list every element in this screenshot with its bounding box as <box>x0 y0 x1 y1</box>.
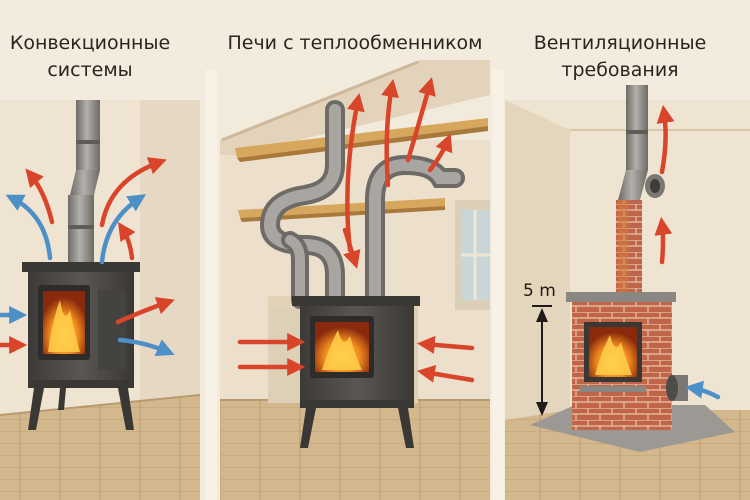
panel-divider <box>205 70 217 500</box>
panel1-chimney-pipe <box>68 100 100 267</box>
hot-air-arrow <box>416 335 475 354</box>
panel-heat-exchanger <box>220 60 490 500</box>
panel2-shelves <box>235 118 488 222</box>
hot-air-arrow <box>115 297 175 325</box>
hot-air-arrow <box>25 168 55 225</box>
panel2-floor <box>220 400 490 500</box>
panel1-wall-corner <box>140 100 200 420</box>
panel3-chimney <box>616 85 665 295</box>
panel1-stove <box>22 262 140 430</box>
panel-divider <box>492 70 504 500</box>
cool-air-arrow <box>684 380 721 400</box>
hot-air-arrow <box>118 222 136 261</box>
hot-air-arrow <box>405 77 436 163</box>
panel3-masonry-stove <box>566 292 688 430</box>
hot-air-arrow <box>342 227 361 269</box>
hot-air-arrow <box>416 364 475 383</box>
panel2-stove <box>292 296 420 448</box>
panel2-air-arrows <box>237 77 475 383</box>
panel-convection <box>0 100 201 500</box>
panel2-window <box>455 200 490 310</box>
cool-air-arrow <box>117 337 175 356</box>
hot-air-arrow <box>654 216 673 265</box>
hot-air-arrow <box>656 104 675 175</box>
panel-title-ventilation: Вентиляционные требования <box>533 32 707 81</box>
panel1-floor <box>0 395 200 500</box>
cool-air-arrow <box>99 194 147 265</box>
panel1-air-arrows <box>0 157 175 356</box>
panel3-wall-corner <box>505 100 570 420</box>
cool-air-arrow <box>5 194 53 261</box>
panel-title-convection: Конвекционные системы <box>9 32 171 81</box>
panel3-air-arrows <box>654 104 721 400</box>
panel-title-heat-exchanger: Печи с теплообменником <box>227 32 483 54</box>
hot-air-arrow <box>381 78 399 188</box>
panel3-height-marker: 5 m <box>523 281 556 416</box>
height-label: 5 m <box>523 281 556 301</box>
hot-air-arrow <box>99 157 167 228</box>
panel2-serpentine-pipe <box>259 100 465 310</box>
hot-air-arrow <box>427 133 453 173</box>
panel-ventilation: 5 m <box>505 85 750 500</box>
